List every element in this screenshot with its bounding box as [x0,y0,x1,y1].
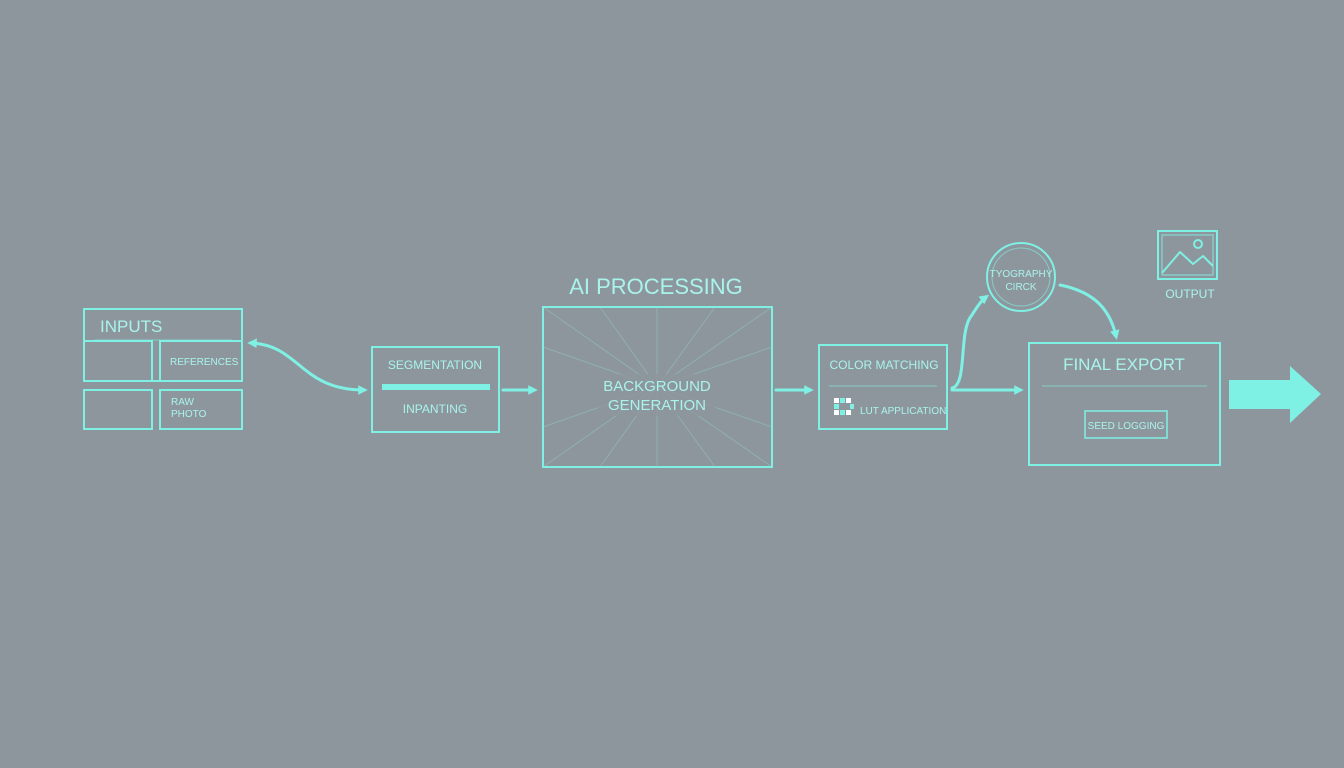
seed-logging-box [1084,410,1168,439]
ai-processing-box [542,306,773,468]
references-slot [159,340,243,382]
image-icon [1157,230,1218,280]
segmentation-label: SEGMENTATION [388,358,482,372]
seed-logging-label: SEED LOGGING [1088,421,1165,432]
ai-processing-node: AI PROCESSING BACKGROUND GENERATION [542,274,773,468]
raw-photo-label-line1: RAW [171,397,195,408]
typography-check-node: TYOGRAPHY CIRCK [986,242,1056,312]
final-export-node: FINAL EXPORT SEED LOGGING [1028,342,1221,466]
ai-processing-title: AI PROCESSING [569,274,743,299]
inputs-title: INPUTS [100,317,162,336]
color-matching-box [818,344,948,430]
output-label: OUTPUT [1165,287,1215,301]
lut-grid-icon [834,398,854,415]
color-matching-label: COLOR MATCHING [829,358,938,372]
color-matching-node: COLOR MATCHING LUT APPLICATION [818,344,948,430]
segmentation-progress-bar [382,384,490,390]
lut-application-label: LUT APPLICATION [860,406,946,417]
inputs-node: INPUTS REFERENCES RAW PHOTO [83,308,243,430]
inpainting-label: INPANTING [403,402,467,416]
typography-label-line1: TYOGRAPHY [990,269,1053,280]
background-generation-line2: GENERATION [608,397,706,414]
inputs-segmentation-arrow [247,338,368,395]
segmentation-box [371,346,500,433]
references-label: REFERENCES [170,357,239,368]
exit-arrow-icon [1229,366,1321,423]
color-typography-arrow [950,294,990,390]
background-generation-line1: BACKGROUND [603,378,711,395]
segmentation-node: SEGMENTATION INPANTING [371,346,500,433]
typography-inner-ring [991,247,1051,307]
final-export-box [1028,342,1221,466]
typography-export-arrow [1058,283,1120,340]
raw-photo-label-line2: PHOTO [171,409,207,420]
inputs-slot-2 [83,389,153,430]
typography-outer-ring [986,242,1056,312]
typography-label-line2: CIRCK [1005,282,1036,293]
final-export-title: FINAL EXPORT [1063,355,1185,374]
inputs-slot-1 [83,340,153,382]
raw-photo-slot [159,389,243,430]
